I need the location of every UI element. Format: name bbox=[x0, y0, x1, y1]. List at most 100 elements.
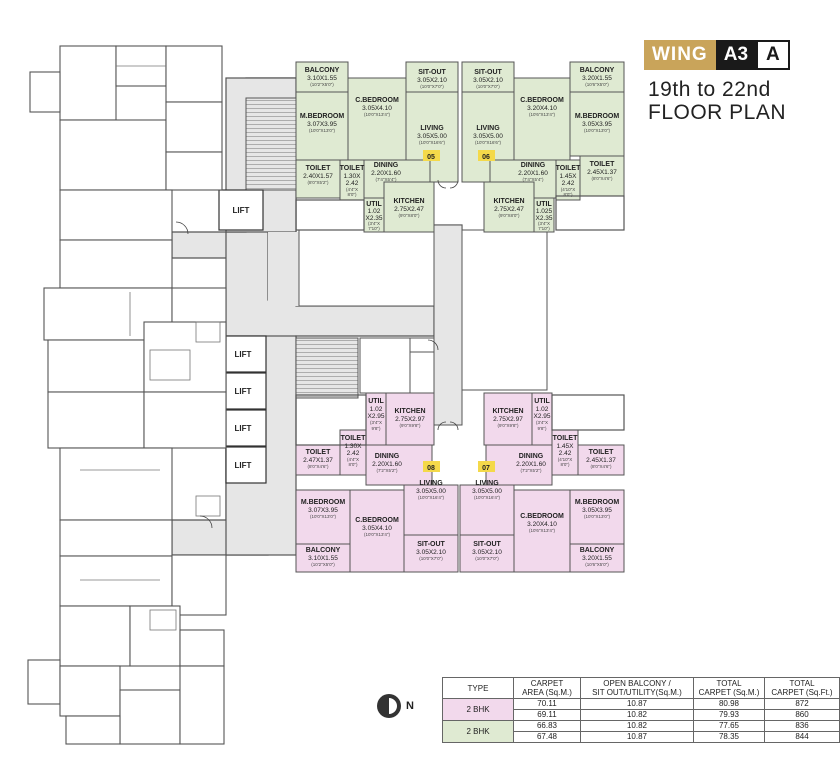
room-ft: (8'0"X4'6") bbox=[308, 464, 329, 469]
flat-08 bbox=[295, 392, 459, 573]
room-ft: (4'10"X bbox=[558, 457, 572, 462]
room-dim: 1.02 bbox=[370, 406, 383, 413]
plan-title-line2: FLOOR PLAN bbox=[648, 101, 787, 124]
service-room bbox=[359, 337, 411, 394]
room-ft-2: 7'10") bbox=[538, 226, 550, 231]
room-ft: (10'0"X13'4") bbox=[364, 532, 390, 537]
room-ft: (10'0"X7'0") bbox=[420, 84, 444, 89]
room-dim: 3.10X1.55 bbox=[308, 555, 338, 562]
room-dim: 3.05X3.95 bbox=[582, 121, 612, 128]
room-name: LIVING bbox=[476, 125, 500, 132]
room-dim: 3.20X1.55 bbox=[582, 75, 612, 82]
room-name: UTIL bbox=[366, 201, 382, 208]
room-ft-2: 8'0") bbox=[349, 462, 358, 467]
total-m-cell: 78.35 bbox=[693, 731, 765, 743]
room-ft: (10'6"X5'0") bbox=[585, 82, 609, 87]
central-void bbox=[298, 229, 435, 307]
room-name: LIVING bbox=[475, 480, 499, 487]
total-ft-cell: 844 bbox=[764, 731, 840, 743]
room-name: C.BEDROOM bbox=[520, 513, 564, 520]
room-name: SIT-OUT bbox=[418, 69, 446, 76]
room-ft-2: 8'0") bbox=[561, 462, 570, 467]
lift-label-5: LIFT bbox=[235, 461, 252, 470]
wing-badge: WING A3 A bbox=[644, 40, 790, 70]
room-dim: 2.20X1.60 bbox=[371, 170, 401, 177]
room-ft: (7'4"X5'4") bbox=[523, 177, 544, 182]
room-ft: (10'2"X5'0") bbox=[311, 562, 335, 567]
header-type: TYPE bbox=[442, 677, 514, 699]
room-name: C.BEDROOM bbox=[355, 97, 399, 104]
room-name: M.BEDROOM bbox=[300, 113, 345, 120]
room-dim: 3.20X4.10 bbox=[527, 105, 557, 112]
room-name: TOILET bbox=[340, 165, 365, 172]
type-cell: 2 BHK bbox=[442, 698, 514, 721]
carpet-cell: 69.11 bbox=[513, 709, 581, 721]
open-cell: 10.82 bbox=[580, 709, 694, 721]
total-ft-cell: 836 bbox=[764, 720, 840, 732]
room-ft: (3'4"X bbox=[536, 420, 548, 425]
room-name: TOILET bbox=[306, 449, 331, 456]
total-m-cell: 79.93 bbox=[693, 709, 765, 721]
north-label: N bbox=[406, 700, 414, 712]
plan-title-line1: 19th to 22nd bbox=[648, 78, 771, 101]
open-cell: 10.87 bbox=[580, 731, 694, 743]
room-name: LIVING bbox=[419, 480, 443, 487]
room-dim: 1.02 bbox=[368, 208, 381, 215]
north-compass-icon bbox=[377, 694, 401, 718]
room-dim: 3.05X2.10 bbox=[472, 549, 502, 556]
room-ft: (8'0"X5'2") bbox=[308, 180, 329, 185]
room-dim-2: 2.42 bbox=[346, 180, 359, 187]
room-dim: 2.75X2.47 bbox=[394, 206, 424, 213]
room-dim: 2.20X1.60 bbox=[518, 170, 548, 177]
room-name: BALCONY bbox=[306, 547, 341, 554]
carpet-cell: 67.48 bbox=[513, 731, 581, 743]
room-name: KITCHEN bbox=[394, 408, 425, 415]
room-ft: (9'0"X8'0") bbox=[399, 213, 420, 218]
room-ft: (10'0"X13'0") bbox=[310, 514, 336, 519]
flat-05 bbox=[295, 61, 459, 233]
room-name: KITCHEN bbox=[492, 408, 523, 415]
room-dim: 2.47X1.37 bbox=[303, 457, 333, 464]
flat-number-06: 06 bbox=[482, 154, 490, 161]
room-name: TOILET bbox=[553, 435, 578, 442]
flat-tags bbox=[423, 150, 495, 472]
room-dim-2: 2.42 bbox=[559, 450, 572, 457]
room-ft-2: 9'8") bbox=[372, 426, 381, 431]
lift-label-3: LIFT bbox=[235, 387, 252, 396]
room-ft: (3'4"X bbox=[370, 420, 382, 425]
room-name: KITCHEN bbox=[493, 198, 524, 205]
room-ft-2: 9'8") bbox=[538, 426, 547, 431]
total-ft-cell: 872 bbox=[764, 698, 840, 710]
room-dim: 1.45X bbox=[560, 173, 578, 180]
room-dim: 2.75X2.97 bbox=[395, 416, 425, 423]
room-dim: 2.45X1.37 bbox=[587, 169, 617, 176]
room-dim: 1.30X bbox=[345, 443, 363, 450]
room-dim: 2.40X1.57 bbox=[303, 173, 333, 180]
flat-number-08: 08 bbox=[427, 465, 435, 472]
room-ft: (4'10"X bbox=[561, 187, 575, 192]
room-dim: 3.05X4.10 bbox=[362, 105, 392, 112]
room-dim: 2.20X1.60 bbox=[372, 461, 402, 468]
flat-number-05: 05 bbox=[427, 154, 435, 161]
room-dim-2: X2.95 bbox=[534, 413, 551, 420]
room-name: SIT-OUT bbox=[473, 541, 501, 548]
room-name: C.BEDROOM bbox=[520, 97, 564, 104]
room-ft: (10'6"X5'0") bbox=[585, 562, 609, 567]
room-ft: (7'4"X5'4") bbox=[376, 177, 397, 182]
room-name: DINING bbox=[374, 162, 399, 169]
room-ft: (4'4"X bbox=[347, 457, 359, 462]
room-dim: 3.05X5.00 bbox=[473, 133, 503, 140]
table-row: 2 BHK 70.11 10.87 80.98 872 bbox=[442, 698, 840, 721]
door-swings bbox=[175, 179, 459, 529]
room-name: DINING bbox=[521, 162, 546, 169]
room-dim: 3.10X1.55 bbox=[307, 75, 337, 82]
room-ft-2: 8'0") bbox=[348, 192, 357, 197]
room-dim-2: X2.95 bbox=[368, 413, 385, 420]
room-ft: (10'6"X13'4") bbox=[529, 528, 555, 533]
room-dim: 1.025 bbox=[536, 208, 553, 215]
room-dim: 3.07X3.95 bbox=[307, 121, 337, 128]
wing-sub: A bbox=[756, 40, 790, 70]
room-name: BALCONY bbox=[305, 67, 340, 74]
